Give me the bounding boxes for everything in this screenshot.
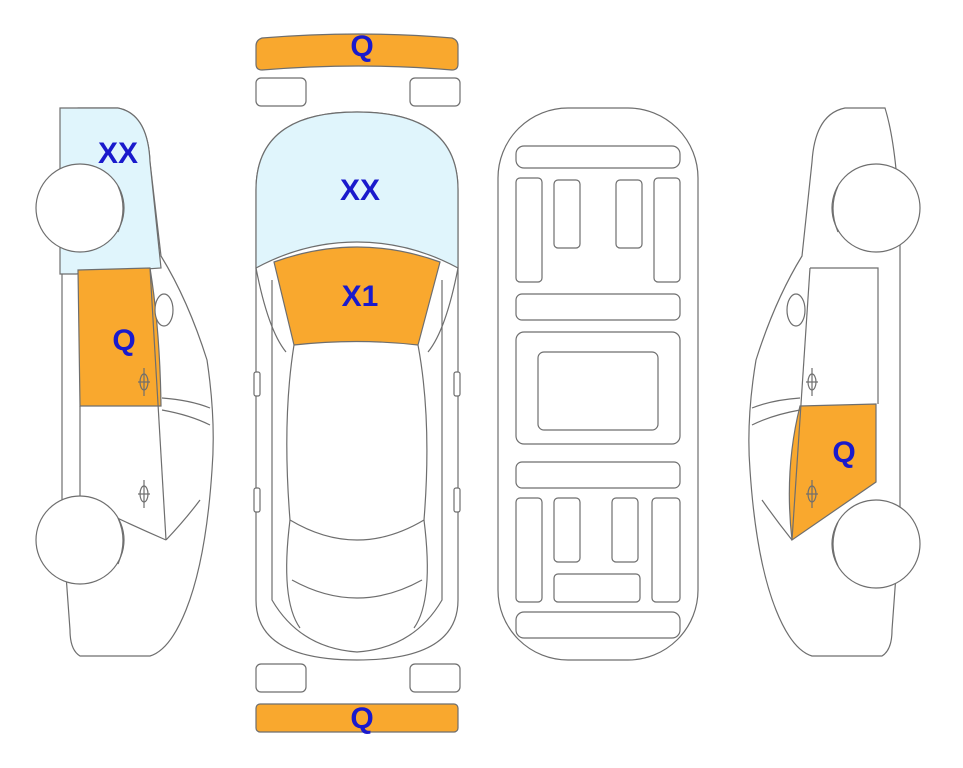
rear-bumper-panel xyxy=(255,703,459,733)
hood-panel xyxy=(273,246,441,346)
left-front-wheel xyxy=(35,163,125,253)
underside-front-rail-right xyxy=(653,177,681,283)
left-door-handle-upper xyxy=(138,368,150,396)
right-door-handle-upper xyxy=(806,368,818,396)
right-door-handle-lower xyxy=(806,480,818,508)
underside-center-panel xyxy=(537,351,659,431)
hood-label: X1 xyxy=(342,280,379,313)
underside-rear-tray-left xyxy=(553,497,581,563)
left-rear-arch xyxy=(117,517,124,565)
windshield-label: XX xyxy=(340,174,380,207)
right-rear-line xyxy=(761,499,793,541)
rear-bumper-label: Q xyxy=(350,702,373,735)
underside-rear-bar xyxy=(515,611,681,639)
underside-front-rail-left xyxy=(515,177,543,283)
underside-cross-member-2 xyxy=(515,461,681,489)
left-rear-line xyxy=(165,499,201,541)
left-trim-line xyxy=(161,397,211,409)
right-door-line xyxy=(791,267,811,541)
right-front-arch xyxy=(832,185,839,233)
left-rear-wheel xyxy=(35,495,125,585)
left-door-label: Q xyxy=(112,324,135,357)
left-side-view: XX Q xyxy=(35,107,214,657)
rear-left-pillar xyxy=(286,519,301,629)
top-view: Q XX X1 Q xyxy=(253,30,461,735)
left-front-arch xyxy=(117,185,124,233)
right-window-line xyxy=(810,267,879,404)
top-inner-outline xyxy=(271,280,443,653)
underside-front-tray-left xyxy=(553,179,581,249)
top-right-handle xyxy=(453,487,461,513)
left-mirror-line xyxy=(161,409,211,426)
left-door-handle-lower xyxy=(138,480,150,508)
right-door-label: Q xyxy=(832,436,855,469)
rear-right-pillar xyxy=(413,519,428,629)
underside-rear-tray-right xyxy=(611,497,639,563)
top-left-handle xyxy=(253,487,261,513)
rear-left-light xyxy=(255,663,307,693)
front-right-light xyxy=(409,77,461,107)
right-mirror xyxy=(786,293,806,327)
top-right-pillar xyxy=(427,267,459,353)
roof-outline xyxy=(286,344,428,541)
underside-rear-rail-right xyxy=(651,497,681,603)
top-left-pillar xyxy=(255,267,287,353)
right-mirror-line xyxy=(751,409,801,426)
left-door-line xyxy=(149,267,167,541)
top-left-mirror xyxy=(253,371,261,397)
left-glass-label: XX xyxy=(98,137,138,170)
underside-front-tray-right xyxy=(615,179,643,249)
left-door-panel xyxy=(77,267,162,407)
right-trim-line xyxy=(751,397,801,409)
rear-right-light xyxy=(409,663,461,693)
underside-rear-rail-left xyxy=(515,497,543,603)
right-side-view: Q xyxy=(748,107,921,657)
underside-rear-box xyxy=(553,573,641,603)
underside-front-bar xyxy=(515,145,681,169)
front-bumper-label: Q xyxy=(350,30,373,63)
windshield-panel xyxy=(255,111,459,270)
right-rear-wheel xyxy=(831,499,921,589)
right-door-panel xyxy=(788,403,877,542)
underside-view xyxy=(497,107,699,661)
right-rear-arch xyxy=(832,521,839,567)
front-left-light xyxy=(255,77,307,107)
front-bumper-panel xyxy=(255,33,459,71)
underside-cross-member-1 xyxy=(515,293,681,321)
left-mirror xyxy=(154,293,174,327)
right-front-wheel xyxy=(831,163,921,253)
rear-glass-line xyxy=(291,579,423,599)
top-right-mirror xyxy=(453,371,461,397)
